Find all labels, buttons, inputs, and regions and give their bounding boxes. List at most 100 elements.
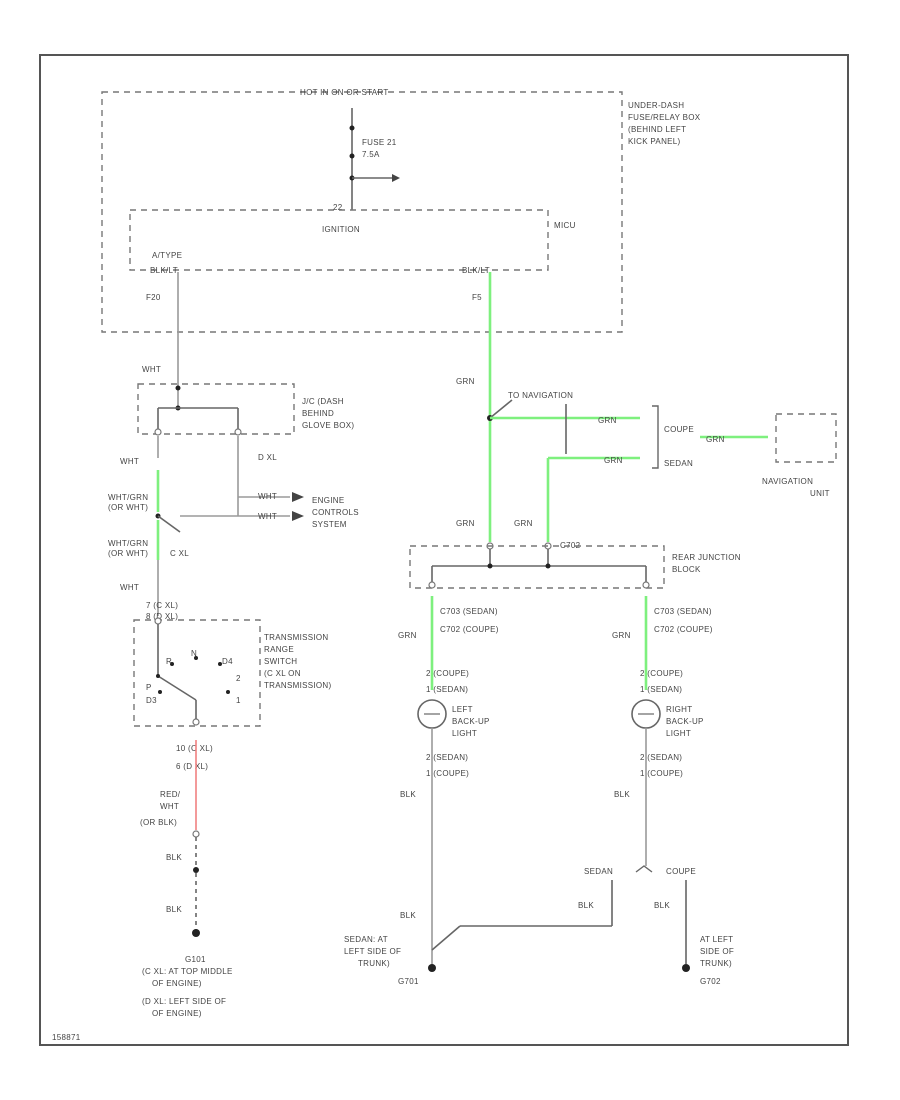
conn-left-label: C703 (SEDAN) xyxy=(440,607,498,616)
blk-m4-label: BLK xyxy=(400,911,416,920)
wht-top-label: WHT xyxy=(142,365,161,374)
gear-d3-label: D3 xyxy=(146,696,157,705)
fuse-rating: 7.5A xyxy=(362,150,380,159)
coupe-sw-label: COUPE xyxy=(666,867,696,876)
trans-pin-label: 7 (C XL) xyxy=(146,601,178,610)
top-label: HOT IN ON OR START xyxy=(300,88,389,97)
jc-top-dot xyxy=(175,385,181,391)
trans-switch-label: TRANSMISSION xyxy=(264,633,329,642)
wht-grn-2-label-2: (OR WHT) xyxy=(108,549,148,558)
blk-m2-label: BLK xyxy=(614,790,630,799)
ground-right-label: AT LEFT xyxy=(700,935,733,944)
switch-arm xyxy=(157,515,181,533)
wht-3-label: WHT xyxy=(120,583,139,592)
lamp-r-out-label-2: 1 (COUPE) xyxy=(640,769,683,778)
gear-p-contact xyxy=(158,690,162,694)
conn-right-label-2: C702 (COUPE) xyxy=(654,625,713,634)
trans-range-switch-outline xyxy=(133,619,261,727)
lamp-l-out-label-2: 1 (COUPE) xyxy=(426,769,469,778)
lamp-l-pins-label-2: 1 (SEDAN) xyxy=(426,685,468,694)
grn-r-label: GRN xyxy=(612,631,631,640)
lamp-r-pins-label: 2 (COUPE) xyxy=(640,669,683,678)
jc-right-pin xyxy=(234,428,242,436)
ground-right-label-3: TRUNK) xyxy=(700,959,732,968)
red-wht-pin xyxy=(192,830,200,838)
blk-lt-left-label: BLK/LT xyxy=(150,266,178,275)
c702-label: C702 xyxy=(560,541,581,550)
ecm-arrow-1 xyxy=(292,492,304,502)
gear-d4-contact xyxy=(218,662,222,666)
d-xl-label: D XL xyxy=(258,453,277,462)
rear-jb-dot-right xyxy=(545,563,551,569)
c-xl-label: C XL xyxy=(170,549,189,558)
micu-outline xyxy=(129,209,549,271)
coupe-label: COUPE xyxy=(664,425,694,434)
jc-left-pin xyxy=(154,428,162,436)
trans-switch-label-2: RANGE xyxy=(264,645,294,654)
trans-out-pin xyxy=(192,718,200,726)
sedan-blk-wire-3 xyxy=(431,925,461,951)
red-wht-label: RED/ xyxy=(160,790,181,799)
ground-left-label-5: OF ENGINE) xyxy=(152,1009,202,1018)
fuse-box-label-2: FUSE/RELAY BOX xyxy=(628,113,701,122)
ecm-arrow-2 xyxy=(292,511,304,521)
wht-2-label: WHT xyxy=(120,457,139,466)
grn-l-label: GRN xyxy=(398,631,417,640)
fuse-branch-arrow xyxy=(392,174,400,182)
fuse-box-label: UNDER-DASH xyxy=(628,101,684,110)
ground-right-label-4: G702 xyxy=(700,977,721,986)
nav-unit-label-2: UNIT xyxy=(810,489,830,498)
grn-4-label: GRN xyxy=(706,435,725,444)
grn-1-label: GRN xyxy=(456,377,475,386)
trans-out-label-2: 6 (D XL) xyxy=(176,762,208,771)
jc-dash-outline xyxy=(137,383,295,435)
nav-unit-label: NAVIGATION xyxy=(762,477,813,486)
jc-label-3: GLOVE BOX) xyxy=(302,421,354,430)
ground-g702-symbol xyxy=(682,964,690,972)
conn-left-label-2: C702 (COUPE) xyxy=(440,625,499,634)
gear-d4-label: D4 xyxy=(222,657,233,666)
blk-splice-dot xyxy=(193,867,199,873)
ground-left-label-3: OF ENGINE) xyxy=(152,979,202,988)
engine-controls-label-3: SYSTEM xyxy=(312,520,347,529)
ground-mid-label-2: LEFT SIDE OF xyxy=(344,947,401,956)
diagram-frame xyxy=(39,54,849,1046)
ground-g701-symbol xyxy=(428,964,436,972)
nav-branch-arm xyxy=(489,399,513,419)
blk-m3-label: BLK xyxy=(578,901,594,910)
lamp-r-label-2: BACK-UP xyxy=(666,717,704,726)
lamp-r-out-label: 2 (SEDAN) xyxy=(640,753,682,762)
trans-in-pin xyxy=(154,617,162,625)
wht-grn-1-label: WHT/GRN xyxy=(108,493,148,502)
micu-label: MICU xyxy=(554,221,576,230)
blk-m1-label: BLK xyxy=(400,790,416,799)
sedan-sw-label: SEDAN xyxy=(584,867,613,876)
gear-r-label: R xyxy=(166,657,172,666)
ground-left-symbol xyxy=(192,929,200,937)
lamp-r-pins-label-2: 1 (SEDAN) xyxy=(640,685,682,694)
lamp-l-label-2: BACK-UP xyxy=(452,717,490,726)
ground-left-label-2: (C XL: AT TOP MIDDLE xyxy=(142,967,233,976)
fuse-top-dot xyxy=(349,125,355,131)
gear-1-label: 1 xyxy=(236,696,241,705)
wht-ecm1-label: WHT xyxy=(258,492,277,501)
jc-label: J/C (DASH xyxy=(302,397,344,406)
engine-controls-label-2: CONTROLS xyxy=(312,508,359,517)
rear-jb-dot-left xyxy=(487,563,493,569)
gear-r-contact xyxy=(170,662,174,666)
blk-l1-label: BLK xyxy=(166,853,182,862)
rear-jb-pin-left xyxy=(428,581,436,589)
trans-switch-label-3: SWITCH xyxy=(264,657,297,666)
rear-junction-block-outline xyxy=(409,545,665,589)
lamp-l-label-3: LIGHT xyxy=(452,729,477,738)
ground-mid-label: SEDAN: AT xyxy=(344,935,388,944)
gear-2-label: 2 xyxy=(236,674,241,683)
trans-pivot-dot xyxy=(156,674,160,678)
f5-label: F5 xyxy=(472,293,482,302)
blk-l2-label: BLK xyxy=(166,905,182,914)
pin-22-label: 22 xyxy=(333,203,343,212)
red-wht-label-3: (OR BLK) xyxy=(140,818,177,827)
ground-left-label: G101 xyxy=(185,955,206,964)
grn-5-label: GRN xyxy=(456,519,475,528)
